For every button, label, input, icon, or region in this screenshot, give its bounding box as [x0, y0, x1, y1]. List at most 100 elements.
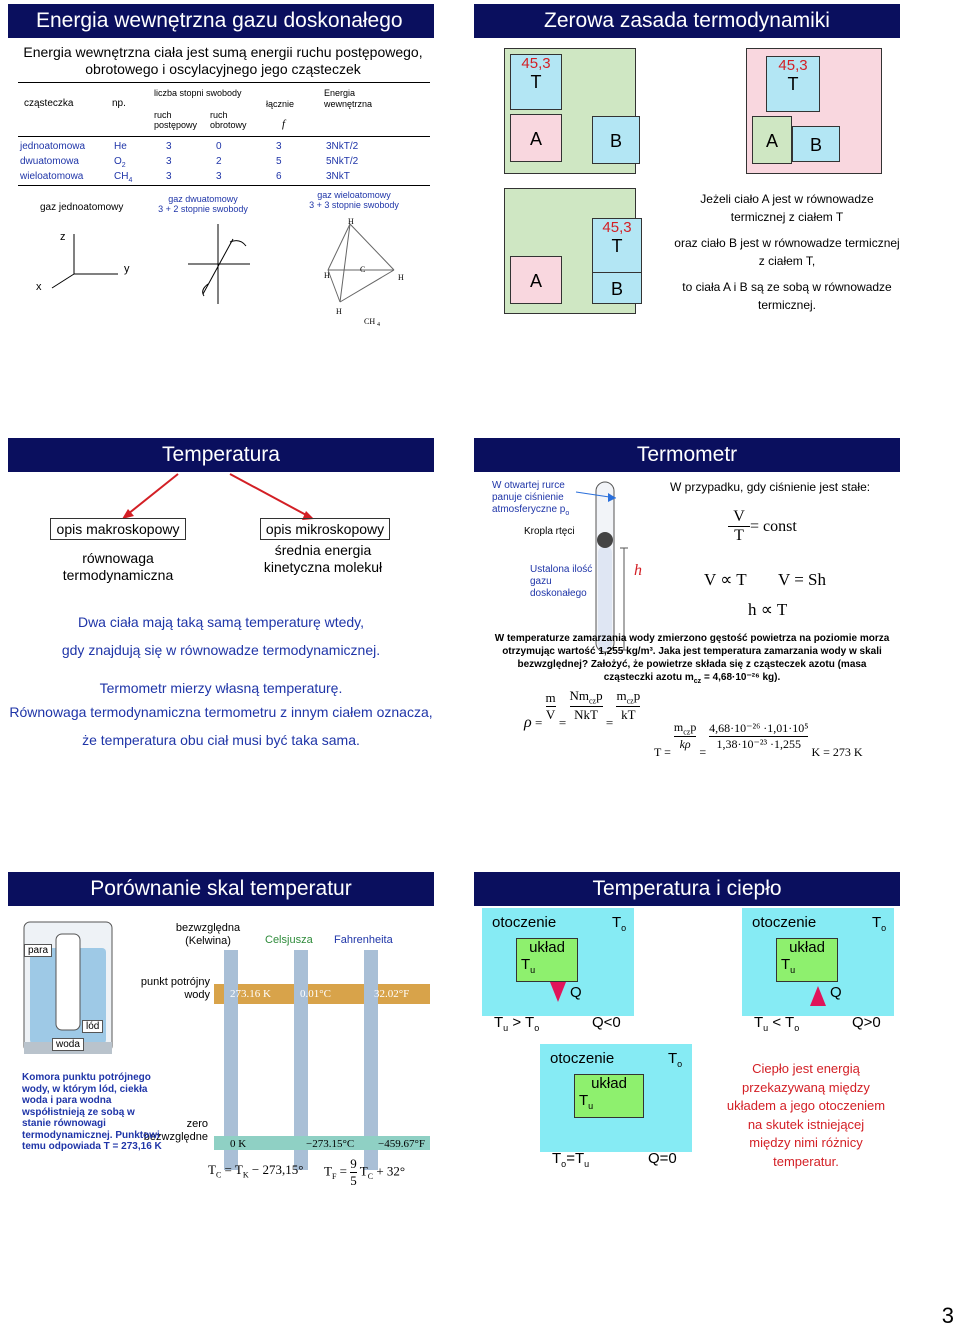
mol-ch4-sub: 4	[377, 322, 380, 328]
axis-z: z	[60, 231, 66, 243]
mol-h-bottom: H	[336, 307, 342, 316]
eq-const: = const	[750, 518, 797, 535]
surroundings-temp: To	[872, 914, 887, 933]
row-rot: 0	[216, 141, 222, 152]
heat-sign-1: Q<0	[592, 1014, 621, 1031]
row-trans: 3	[166, 156, 172, 167]
triple-point-cell-diagram	[23, 921, 113, 1054]
table-bottom-rule	[18, 185, 430, 186]
comparison-3: To=Tu	[552, 1150, 590, 1169]
label-mercury-drop: Kropla rtęci	[524, 526, 575, 537]
slide-temperature-scales: Porównanie skal temperatur para lód woda…	[8, 872, 434, 1212]
diatomic-rotation-icon	[188, 224, 250, 304]
celsius-triple-value: 0.01°C	[300, 988, 331, 1000]
micro-box: opis mikroskopowy	[260, 518, 390, 540]
table-top-rule	[18, 82, 430, 83]
system-box: układ Tu	[516, 938, 578, 982]
heat-label: Q	[570, 984, 582, 1001]
label-water: woda	[52, 1038, 84, 1051]
row-energy: 3NkT	[326, 171, 350, 182]
mono-label: gaz jednoatomowy	[40, 202, 124, 213]
row-energy: 5NkT/2	[326, 156, 359, 167]
heat-definition: Ciepło jest energią przekazywaną między …	[726, 1061, 886, 1169]
thermometer-T: 45,3 T	[510, 54, 562, 110]
mol-h-top: H	[348, 217, 354, 226]
label-surroundings: otoczenie	[550, 1050, 615, 1067]
label-triple-point: punkt potrójny wody	[140, 976, 210, 1001]
hdr-energy: Energia wewnętrzna	[324, 88, 373, 109]
fahrenheit-zero-value: −459.67°F	[378, 1138, 425, 1150]
mol-h-left: H	[324, 271, 330, 280]
heat-sign-2: Q>0	[852, 1014, 881, 1031]
slide-internal-energy: Energia wewnętrzna gazu doskonałego Ener…	[8, 4, 434, 344]
body-B: B	[592, 272, 642, 304]
body-A: A	[752, 116, 792, 164]
row-total: 6	[276, 171, 282, 182]
macro-box: opis makroskopowy	[50, 518, 186, 540]
paragraph-equilibrium: Dwa ciała mają taką samą temperaturę wte…	[61, 614, 381, 658]
kelvin-triple-value: 273.16 K	[230, 988, 271, 1000]
celsius-zero-value: −273.15°C	[306, 1138, 355, 1150]
heat-arrow-down-icon	[550, 982, 566, 1002]
macro-desc: równowaga termodynamiczna	[62, 550, 174, 583]
mol-ch4: CH	[364, 317, 375, 326]
label-open-tube: W otwartej rurce panuje ciśnienie atmosf…	[492, 480, 570, 517]
body-A: A	[510, 114, 562, 162]
mol-c: C	[360, 265, 365, 274]
header-fahrenheit: Fahrenheita	[334, 934, 393, 946]
slide-zeroth-law: Zerowa zasada termodynamiki 45,3 T A B 4…	[474, 4, 900, 344]
slide-temperature-heat: Temperatura i ciepło otoczenie To układ …	[474, 872, 900, 1212]
problem-text: W temperaturze zamarzania wody zmierzono…	[494, 633, 890, 685]
slide-title: Temperatura	[8, 438, 434, 472]
header-kelvin: bezwzględna (Kelwina)	[175, 922, 241, 947]
molecule-diagrams: z y x H H C H H CH 4	[36, 217, 404, 328]
system-diagram-2: otoczenie To układ Tu Q	[742, 908, 894, 1016]
row-name: dwuatomowa	[20, 156, 79, 167]
constant-pressure-label: W przypadku, gdy ciśnienie jest stałe:	[670, 480, 871, 494]
prop-v-t: V ∝ T	[704, 570, 747, 589]
axes-icon	[51, 234, 118, 289]
intro-text: Energia wewnętrzna ciała jest sumą energ…	[23, 44, 423, 77]
label-ice: lód	[82, 1020, 104, 1033]
paragraph-thermometer: Termometr mierzy własną temperaturę. Rów…	[9, 680, 433, 748]
height-label: h	[634, 562, 642, 579]
system-diagram-3: otoczenie To układ Tu	[540, 1044, 692, 1152]
heat-sign-3: Q=0	[648, 1150, 677, 1167]
micro-desc: średnia energia kinetyczna molekuł	[263, 542, 383, 575]
mol-h-right: H	[398, 273, 404, 282]
thermometer-T: 45,3 T	[592, 218, 642, 274]
label-gas: Ustalona ilość gazu doskonałego	[530, 564, 593, 599]
slide-title: Termometr	[474, 438, 900, 472]
row-total: 3	[276, 141, 282, 152]
axis-x: x	[36, 281, 42, 293]
hdr-rot: ruch obrotowy	[210, 110, 247, 130]
row-name: jednoatomowa	[20, 141, 86, 152]
methane-molecule-icon	[327, 223, 395, 303]
row-example: O2	[114, 156, 126, 169]
v-over-t: V T	[728, 508, 750, 545]
hdr-particle: cząsteczka	[24, 98, 74, 109]
label-surroundings: otoczenie	[492, 914, 557, 931]
surroundings-temp: To	[612, 914, 627, 933]
rule-text: Jeżeli ciało A jest w równowadze termicz…	[674, 192, 900, 312]
hdr-dof: liczba stopni swobody	[154, 88, 242, 98]
surroundings-temp: To	[668, 1050, 683, 1069]
thermometer-scales	[214, 950, 430, 1170]
row-example: CH4	[114, 171, 133, 184]
hdr-trans: ruch postępowy	[154, 110, 198, 130]
celsius-conversion: TC = TK − 273,15°	[208, 1162, 304, 1180]
row-example: He	[114, 141, 127, 152]
fahrenheit-triple-value: 32.02°F	[374, 988, 410, 1000]
page-number: 3	[941, 1303, 954, 1328]
row-energy: 3NkT/2	[326, 141, 359, 152]
slide-title: Temperatura i ciepło	[474, 872, 900, 906]
comparison-2: Tu < To	[754, 1014, 800, 1033]
row-rot: 3	[216, 171, 222, 182]
hdr-f: f	[282, 118, 286, 130]
row-trans: 3	[166, 141, 172, 152]
slide-temperature: Temperatura opis makroskopowy opis mikro…	[8, 438, 434, 768]
prop-h-t: h ∝ T	[748, 600, 788, 619]
row-total: 5	[276, 156, 282, 167]
